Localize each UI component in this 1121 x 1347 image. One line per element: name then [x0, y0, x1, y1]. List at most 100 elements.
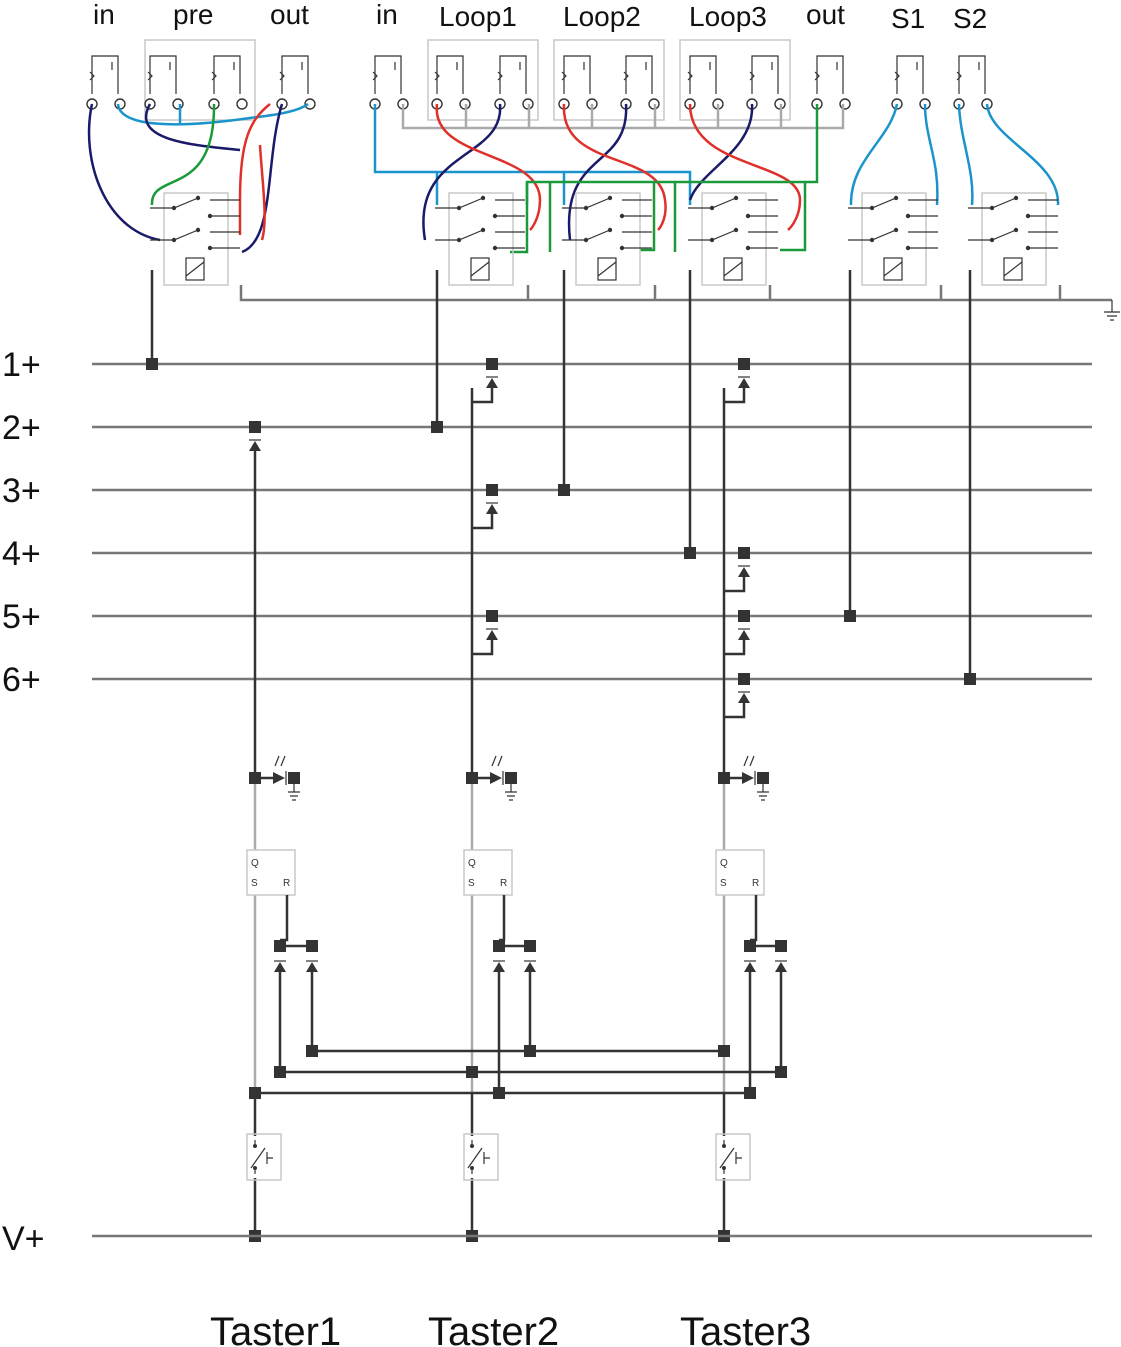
- jack-symbol-icon: [91, 55, 119, 94]
- relay-body: [701, 192, 767, 286]
- jack-0: [86, 55, 126, 110]
- led-junction: [718, 772, 730, 784]
- led-rays-icon: [274, 755, 287, 785]
- loop1-red-wire: [435, 103, 542, 231]
- relay-switch-icon: [688, 197, 737, 241]
- jack-8: [620, 55, 660, 110]
- jack-tip-icon: [497, 71, 503, 81]
- tap-junction: [486, 484, 498, 496]
- relay-contact-dot: [869, 237, 875, 243]
- jack-group-boxes: [144, 39, 791, 121]
- relay-contacts: [908, 199, 938, 249]
- jack-tip-icon: [561, 71, 567, 81]
- reset-junction: [744, 940, 756, 952]
- diode-icon: [249, 441, 261, 451]
- tap-lead: [724, 640, 746, 656]
- jack-symbol-icon: [958, 55, 986, 94]
- relay-coil-mark: [185, 261, 205, 277]
- led-ground-junction: [505, 772, 517, 784]
- loop3-jack-box: [679, 39, 791, 121]
- diode-icon: [486, 378, 498, 388]
- jack-tip-icon: [89, 71, 95, 81]
- supply-rail-label: V+: [2, 1220, 45, 1258]
- rail-3-label: 3+: [2, 472, 41, 510]
- relay-feed-wires: [150, 270, 972, 679]
- tap-lead: [724, 703, 746, 719]
- pushbutton-switch-icon: [250, 1140, 273, 1174]
- loop2-navy-wire: [567, 103, 628, 241]
- diode-icon: [738, 693, 750, 703]
- reset-junction: [306, 940, 318, 952]
- relay-contact-dot: [171, 237, 177, 243]
- pushbutton-box: [715, 1133, 751, 1181]
- led-icon: [742, 772, 754, 784]
- jack-9: [684, 55, 724, 110]
- relay-body: [861, 192, 927, 286]
- pushbutton-contact: [722, 1166, 726, 1170]
- relay-contact-dot: [905, 245, 911, 251]
- relay-contact-dot: [1013, 227, 1019, 233]
- jack-7: [558, 55, 598, 110]
- diode-icon: [738, 567, 750, 577]
- tap-lead: [724, 388, 746, 404]
- tap-junction: [249, 421, 261, 433]
- jack-tip-icon: [956, 71, 962, 81]
- pushbutton-switch-icon: [719, 1140, 742, 1174]
- jack-symbol-icon: [816, 55, 844, 94]
- jack-tip-icon: [623, 71, 629, 81]
- relay-coil-mark: [723, 261, 743, 277]
- reset-diode-leads: [497, 972, 532, 1093]
- relay-contact-dot: [583, 237, 589, 243]
- diode-icon: [486, 630, 498, 640]
- relay-contact-dot: [583, 205, 589, 211]
- loop3-red-wire: [688, 103, 802, 231]
- pushbutton-contact: [470, 1166, 474, 1170]
- relay-contact-dot: [733, 227, 739, 233]
- relay-contact-dot: [207, 245, 213, 251]
- loop-green-drops: [548, 182, 677, 252]
- fx-green-wire: [150, 103, 216, 206]
- relay-loop1: [435, 192, 525, 286]
- flipflop-r-pin: R: [283, 878, 290, 889]
- flipflop-r-pin: R: [500, 878, 507, 889]
- jack-terminal: [172, 98, 184, 110]
- relay-body: [163, 192, 229, 286]
- relay-contacts: [210, 199, 240, 249]
- label-loop1: Loop1: [439, 1, 517, 32]
- relay-contact-dot: [905, 213, 911, 219]
- reset-junction: [775, 940, 787, 952]
- diode-icon: [738, 378, 750, 388]
- relay-contact-dot: [1025, 245, 1031, 251]
- jack-sockets: [86, 55, 993, 110]
- reset-junction: [524, 940, 536, 952]
- s1-blue-wire-a: [849, 103, 899, 206]
- relays: [150, 192, 1058, 286]
- jack-symbol-icon: [751, 55, 779, 94]
- jack-tip-icon: [372, 71, 378, 81]
- loop2-jack-box: [553, 39, 665, 121]
- tap-lead: [472, 640, 494, 656]
- relay-contacts: [622, 199, 652, 249]
- ground-icon: [288, 784, 300, 801]
- ground-symbol-icon: [1104, 300, 1120, 321]
- jack-symbol-icon: [499, 55, 527, 94]
- relay-contact-dot: [607, 195, 613, 201]
- reset-lead: [280, 895, 289, 942]
- led-ground-junction: [757, 772, 769, 784]
- jack-12: [891, 55, 931, 110]
- led-icon: [490, 772, 502, 784]
- jack-symbol-icon: [374, 55, 402, 94]
- relay-switch-icon: [435, 197, 484, 241]
- pushbutton-contact: [470, 1144, 474, 1148]
- jack-tip-icon: [279, 71, 285, 81]
- jack-symbol-icon: [213, 55, 241, 94]
- relay-contact-dot: [989, 237, 995, 243]
- label-loop-out: out: [806, 0, 845, 30]
- fx-loop-wiring: [87, 102, 1060, 254]
- relay-contact-dot: [480, 195, 486, 201]
- relay-contact-dot: [207, 213, 213, 219]
- ground-bus-wire: [239, 285, 1112, 302]
- loop2-red-wire: [562, 103, 667, 231]
